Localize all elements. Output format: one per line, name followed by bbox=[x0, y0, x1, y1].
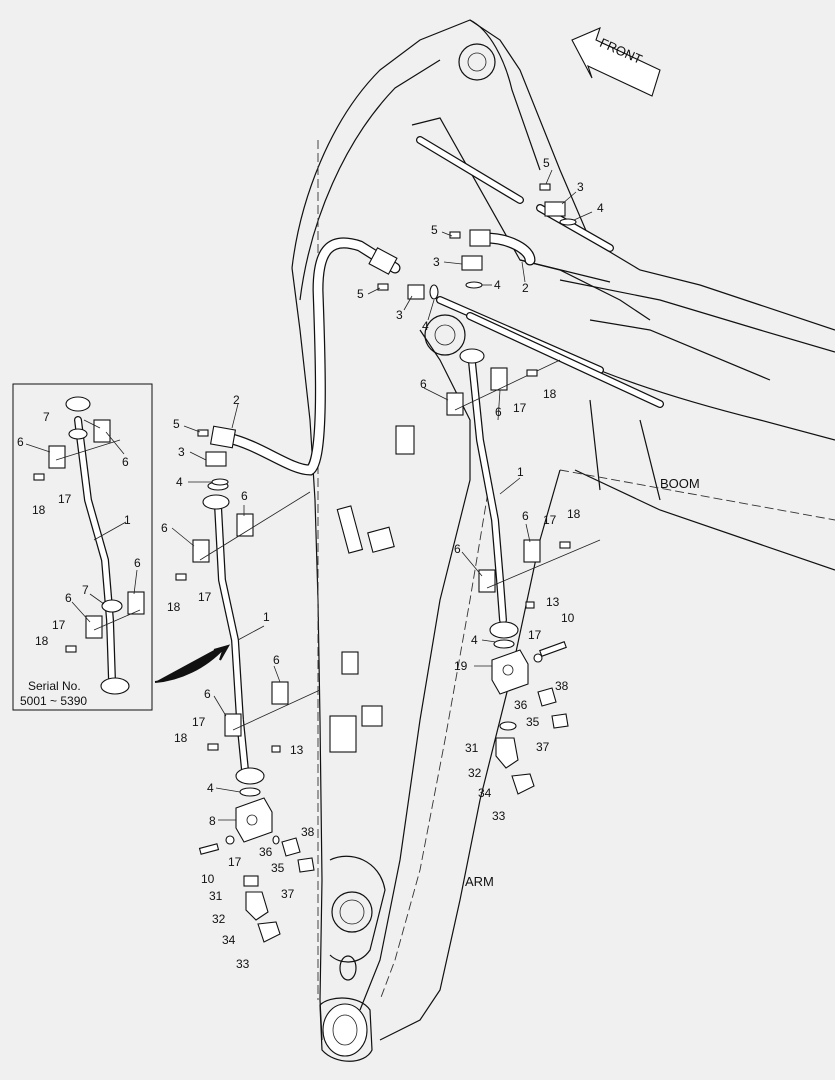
callout-35: 35 bbox=[526, 715, 540, 729]
callout-2: 2 bbox=[522, 281, 529, 295]
callout-31: 31 bbox=[209, 889, 223, 903]
serial-range: 5001 ~ 5390 bbox=[20, 694, 87, 708]
callout-3: 3 bbox=[433, 255, 440, 269]
callout-34: 34 bbox=[478, 786, 492, 800]
callout-6: 6 bbox=[241, 489, 248, 503]
callout-17: 17 bbox=[52, 618, 66, 632]
arm-label: ARM bbox=[465, 874, 494, 889]
callout-3: 3 bbox=[396, 308, 403, 322]
callout-4: 4 bbox=[207, 781, 214, 795]
boom-structure: BOOM bbox=[291, 19, 835, 571]
callout-6: 6 bbox=[65, 591, 72, 605]
callout-37: 37 bbox=[536, 740, 550, 754]
callout-2: 2 bbox=[233, 393, 240, 407]
callout-7: 7 bbox=[43, 410, 50, 424]
hardware bbox=[33, 183, 577, 943]
callout-6: 6 bbox=[134, 556, 141, 570]
callout-38: 38 bbox=[555, 679, 569, 693]
callout-6: 6 bbox=[273, 653, 280, 667]
callout-5: 5 bbox=[543, 156, 550, 170]
callout-13: 13 bbox=[290, 743, 304, 757]
callout-17: 17 bbox=[528, 628, 542, 642]
callout-4: 4 bbox=[597, 201, 604, 215]
callout-17: 17 bbox=[513, 401, 527, 415]
callout-18: 18 bbox=[167, 600, 181, 614]
inset-panel: Serial No. 5001 ~ 5390 bbox=[12, 383, 153, 711]
callout-6: 6 bbox=[454, 542, 461, 556]
callout-18: 18 bbox=[543, 387, 557, 401]
callout-5: 5 bbox=[431, 223, 438, 237]
callout-36: 36 bbox=[514, 698, 528, 712]
callout-31: 31 bbox=[465, 741, 479, 755]
callout-18: 18 bbox=[32, 503, 46, 517]
callout-6: 6 bbox=[122, 455, 129, 469]
callout-6: 6 bbox=[17, 435, 24, 449]
callout-17: 17 bbox=[58, 492, 72, 506]
callout-6: 6 bbox=[161, 521, 168, 535]
callout-5: 5 bbox=[173, 417, 180, 431]
hose-2-long bbox=[209, 237, 401, 476]
callout-7: 7 bbox=[82, 583, 89, 597]
callout-33: 33 bbox=[236, 957, 250, 971]
callout-19: 19 bbox=[454, 659, 468, 673]
callout-38: 38 bbox=[301, 825, 315, 839]
callout-37: 37 bbox=[281, 887, 295, 901]
callout-6: 6 bbox=[420, 377, 427, 391]
callout-6: 6 bbox=[495, 405, 502, 419]
callout-1: 1 bbox=[263, 610, 270, 624]
callout-3: 3 bbox=[577, 180, 584, 194]
leader-lines bbox=[25, 169, 593, 821]
callout-8: 8 bbox=[209, 814, 216, 828]
callout-32: 32 bbox=[468, 766, 482, 780]
callout-3: 3 bbox=[178, 445, 185, 459]
callout-4: 4 bbox=[494, 278, 501, 292]
callout-18: 18 bbox=[35, 634, 49, 648]
callout-35: 35 bbox=[271, 861, 285, 875]
callout-34: 34 bbox=[222, 933, 236, 947]
callout-18: 18 bbox=[567, 507, 581, 521]
pipe-1-left bbox=[192, 481, 321, 843]
callout-1: 1 bbox=[517, 465, 524, 479]
callout-10: 10 bbox=[561, 611, 575, 625]
callout-10: 10 bbox=[201, 872, 215, 886]
callout-4: 4 bbox=[176, 475, 183, 489]
callout-17: 17 bbox=[228, 855, 242, 869]
callout-6: 6 bbox=[522, 509, 529, 523]
callout-4: 4 bbox=[471, 633, 478, 647]
callout-labels: 5 3 4 5 3 4 2 5 3 4 2 5 3 4 6 6 18 17 1 … bbox=[17, 156, 604, 971]
callout-4: 4 bbox=[422, 319, 429, 333]
callout-33: 33 bbox=[492, 809, 506, 823]
callout-17: 17 bbox=[192, 715, 206, 729]
callout-32: 32 bbox=[212, 912, 226, 926]
callout-6: 6 bbox=[204, 687, 211, 701]
callout-36: 36 bbox=[259, 845, 273, 859]
inset-pointer-arrow bbox=[154, 644, 231, 683]
callout-1: 1 bbox=[124, 513, 131, 527]
pipe-1-right bbox=[446, 348, 601, 695]
callout-5: 5 bbox=[357, 287, 364, 301]
serial-title: Serial No. bbox=[28, 679, 81, 693]
boom-label: BOOM bbox=[660, 476, 700, 491]
callout-18: 18 bbox=[174, 731, 188, 745]
callout-13: 13 bbox=[546, 595, 560, 609]
hose-2-short bbox=[416, 136, 664, 408]
callout-17: 17 bbox=[198, 590, 212, 604]
callout-17: 17 bbox=[543, 513, 557, 527]
